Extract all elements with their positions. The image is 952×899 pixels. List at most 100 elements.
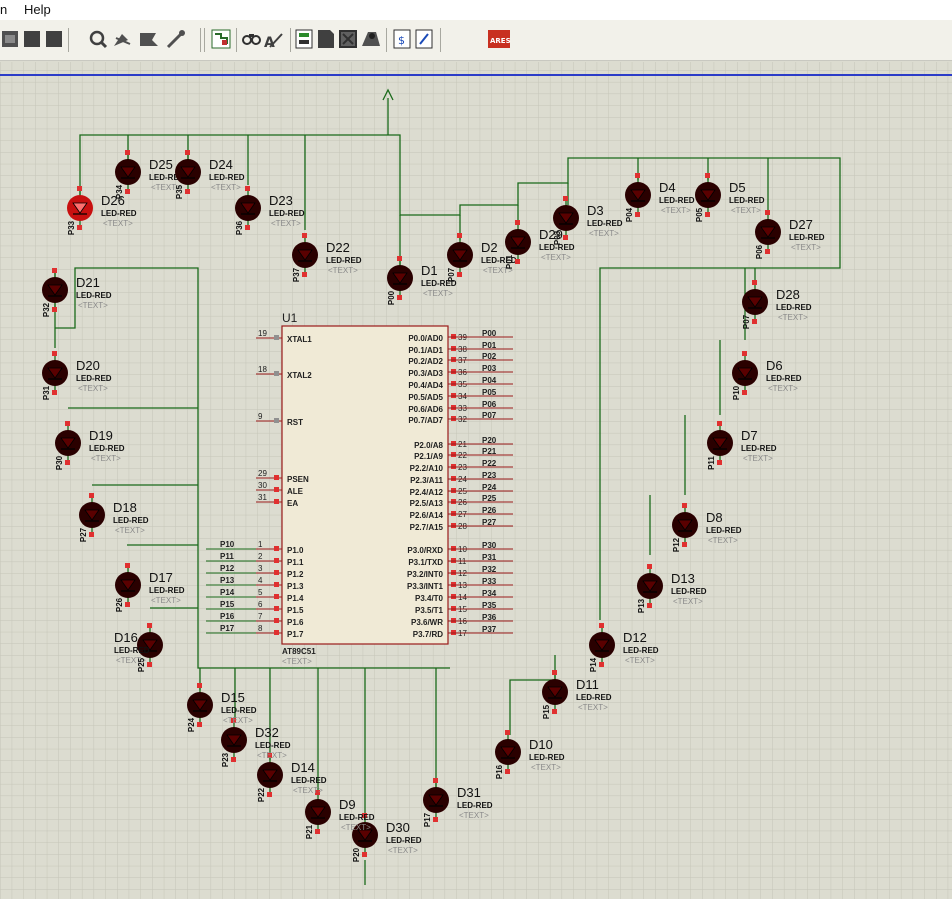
bus-icon[interactable] (46, 31, 62, 47)
help-icon[interactable] (415, 29, 433, 49)
menu-item-n[interactable]: n (0, 2, 8, 17)
property-tool-icon[interactable]: A (264, 33, 283, 51)
led-net-label: P23 (221, 752, 230, 767)
menu-item-help[interactable]: Help (24, 2, 51, 17)
led-net-label: P04 (625, 207, 634, 222)
net-label: P16 (220, 612, 235, 621)
led-net-label: P26 (115, 597, 124, 612)
net-label: P36 (482, 613, 497, 622)
pin-name: P1.1 (287, 558, 304, 567)
diode-symbol-icon (262, 769, 278, 781)
pin-name: P3.0/RXD (407, 546, 443, 555)
pin-marker (274, 546, 279, 551)
search-icon[interactable] (242, 34, 261, 45)
component-mode-icon[interactable] (2, 31, 18, 47)
net-label: P01 (482, 341, 497, 350)
led-net-label: P07 (742, 314, 751, 329)
led-type-label: LED-RED (101, 209, 137, 218)
pin-name: P2.5/A13 (410, 499, 444, 508)
pin-number: 1 (258, 540, 263, 549)
pin-marker (274, 630, 279, 635)
chip-body[interactable] (281, 325, 449, 645)
pin-name: P1.7 (287, 630, 304, 639)
zoom-icon[interactable] (89, 30, 108, 49)
led-ref-label: D30 (386, 820, 410, 835)
simulate-icon[interactable]: $ (393, 29, 411, 49)
led-ref-label: D10 (529, 737, 553, 752)
led-type-label: LED-RED (729, 196, 765, 205)
led-ref-label: D11 (576, 677, 599, 692)
led-ref-label: D22 (326, 240, 350, 255)
led-pin-marker (125, 563, 130, 568)
led-net-label: P25 (137, 657, 146, 672)
led-pin-marker (682, 542, 687, 547)
power-terminal-icon[interactable] (382, 88, 394, 135)
netlist-icon[interactable] (295, 29, 313, 49)
wire-icon[interactable] (24, 31, 40, 47)
led-ref-label: D23 (269, 193, 293, 208)
diode-symbol-icon (760, 226, 776, 238)
led-pin-marker (147, 623, 152, 628)
diode-symbol-icon (700, 189, 716, 201)
pcb-icon[interactable] (362, 32, 380, 46)
schematic-drawing[interactable]: U1AT89C51<TEXT>19XTAL118XTAL29RST29PSEN3… (0, 62, 952, 899)
diode-symbol-icon (120, 166, 136, 178)
led-net-label: P00 (387, 290, 396, 305)
pin-name: P0.3/AD3 (408, 369, 443, 378)
pin-name: RST (287, 418, 303, 427)
generator-icon[interactable] (140, 33, 158, 46)
led-pin-marker (302, 272, 307, 277)
led-ref-label: D4 (659, 180, 676, 195)
led-ref-label: D28 (776, 287, 800, 302)
led-ref-label: D1 (421, 263, 438, 278)
led-pin-marker (89, 532, 94, 537)
led-text-label: <TEXT> (673, 597, 703, 606)
microcontroller-u1[interactable]: U1AT89C51<TEXT>19XTAL118XTAL29RST29PSEN3… (206, 311, 513, 666)
pin-icon[interactable] (114, 34, 131, 46)
design-explorer-icon[interactable] (211, 29, 231, 49)
led-ref-label: D16 (114, 630, 138, 645)
ares-icon[interactable]: ARES (488, 30, 511, 48)
probe-icon[interactable] (166, 30, 185, 49)
led-pin-marker (185, 189, 190, 194)
led-pin-marker (125, 150, 130, 155)
led-ref-label: D26 (101, 193, 125, 208)
bom-icon[interactable] (318, 30, 334, 48)
led-net-label: P03 (553, 230, 562, 245)
electrical-rule-check-icon[interactable] (339, 30, 357, 48)
led-pin-marker (65, 421, 70, 426)
